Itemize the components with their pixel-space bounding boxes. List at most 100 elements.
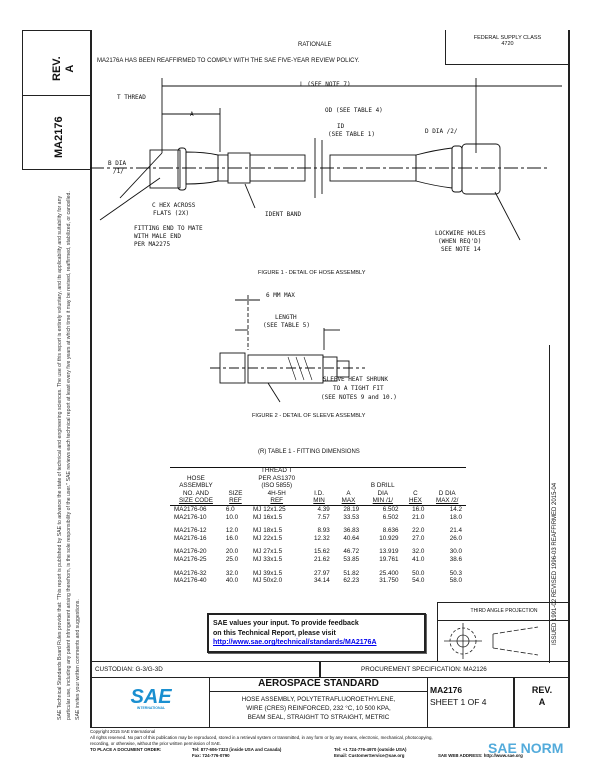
label-d-dia: D DIA /2/ — [425, 128, 458, 135]
nut — [219, 352, 246, 384]
table-cell: MJ 22x1.5 — [253, 534, 283, 542]
label-a: A — [190, 111, 194, 118]
table-cell: MJ 39x1.5 — [253, 569, 283, 577]
table-cell: MJ 16x1.5 — [253, 513, 283, 521]
table-cell: 25.400 — [379, 569, 399, 577]
frame-right-line — [568, 30, 570, 727]
projection-box: THIRD ANGLE PROJECTION — [437, 602, 570, 662]
label-l: L (SEE NOTE 7) — [300, 81, 351, 88]
order-email[interactable]: Email: CustomerService@sae.org — [334, 753, 405, 758]
table-cell: 51.82 — [343, 569, 360, 577]
fsc-label: FEDERAL SUPPLY CLASS — [473, 35, 542, 41]
copyright: Copyright 2015 SAE International — [90, 729, 156, 734]
table-cell: 12.32 — [314, 534, 330, 542]
header-text: A — [346, 489, 351, 497]
table-cell: 10.0 — [225, 513, 239, 521]
fsc-box: FEDERAL SUPPLY CLASS 4720 — [445, 30, 569, 65]
table-cell: MA2176-06 — [174, 505, 207, 513]
header-text: C — [413, 489, 418, 497]
table-cell: 50.0 — [412, 569, 425, 577]
table-cell: 10.929 — [379, 534, 399, 542]
header-text: DIA — [377, 489, 389, 497]
table-cell: 26.0 — [449, 534, 462, 542]
header-text: MIN /1/ — [372, 497, 393, 505]
table-cell: 20.0 — [225, 548, 239, 556]
label-b-dia: B DIA — [108, 160, 127, 167]
nut-right — [461, 143, 501, 195]
table-cell: 40.64 — [343, 534, 360, 542]
table-cell: 27.0 — [412, 534, 425, 542]
table-cell: MJ 33x1.5 — [253, 555, 283, 563]
description-line2: WIRE (CRES) REINFORCED, 232 °C, 10 500 K… — [246, 705, 391, 712]
procurement-spec: PROCUREMENT SPECIFICATION: MA2126 — [361, 666, 487, 673]
table1-title: (R) TABLE 1 - FITTING DIMENSIONS — [258, 449, 360, 455]
rev-cell: REV. A — [515, 684, 569, 708]
title-block: SAE INTERNATIONAL AEROSPACE STANDARD HOS… — [90, 677, 570, 728]
table-cell: 8.636 — [382, 527, 399, 535]
description-line1: HOSE ASSEMBLY, POLYTETRAFLUOROETHYLENE, — [241, 696, 396, 703]
table-cell: MA2176-12 — [174, 527, 207, 535]
table-cell: 54.0 — [412, 577, 425, 585]
rev-label: REV. — [531, 685, 553, 695]
table-cell: 40.0 — [225, 577, 239, 585]
header-text: THREAD T — [261, 467, 293, 474]
order-fax: Fax: 724-776-0790 — [192, 753, 230, 758]
sae-logo-text: SAE — [130, 686, 172, 708]
table-header-cell: I.D.MIN — [304, 467, 333, 505]
header-text: SIZE — [228, 489, 243, 497]
sae-web-address[interactable]: SAE WEB ADDRESS: http://www.sae.org — [438, 753, 523, 758]
label-b-dia-note: /1/ — [113, 168, 124, 175]
hose — [249, 154, 306, 182]
rev-divider — [513, 677, 515, 727]
label-sleeve2: TO A TIGHT FIT — [333, 385, 384, 392]
table-cell: 28.19 — [343, 505, 360, 513]
table-cell: 19.761 — [379, 555, 399, 563]
table-cell: 34.14 — [314, 577, 330, 585]
feedback-link[interactable]: http://www.sae.org/technical/standards/M… — [213, 639, 377, 646]
feedback-line1: SAE values your input. To provide feedba… — [213, 620, 359, 627]
table-cell: MJ 18x1.5 — [253, 527, 283, 535]
header-text: MIN — [313, 497, 325, 505]
rationale-title: RATIONALE — [298, 42, 332, 48]
header-text: ASSEMBLY — [179, 482, 213, 490]
header-text: NO. AND — [182, 489, 209, 497]
label-lockwire3: SEE NOTE 14 — [441, 246, 481, 253]
margin-rev-label: REV. — [51, 56, 63, 81]
figure2-caption: FIGURE 2 - DETAIL OF SLEEVE ASSEMBLY — [252, 413, 366, 419]
description: HOSE ASSEMBLY, POLYTETRAFLUOROETHYLENE, … — [210, 695, 427, 722]
table-cell: 31.750 — [379, 577, 399, 585]
table-cell: 15.62 — [314, 548, 330, 556]
fsc-value: 4720 — [501, 41, 514, 47]
table-cell: MA2176-10 — [174, 513, 207, 521]
order-tel: Tel: 877-606-7323 (inside USA and Canada… — [192, 747, 282, 752]
table-cell: 36.83 — [343, 527, 360, 535]
description-line3: BEAM SEAL, STRAIGHT TO STRAIGHT, METRIC — [247, 714, 390, 721]
title-cell: AEROSPACE STANDARD HOSE ASSEMBLY, POLYTE… — [209, 677, 428, 727]
label-lockwire: LOCKWIRE HOLES — [435, 230, 486, 237]
label-od: OD (SEE TABLE 4) — [325, 107, 383, 114]
table-cell: 7.57 — [317, 513, 330, 521]
header-text: PER AS1370 — [258, 474, 296, 482]
figure1-caption: FIGURE 1 - DETAIL OF HOSE ASSEMBLY — [258, 270, 366, 276]
header-text: (ISO 5855) — [261, 482, 293, 490]
table-cell: MA2176-20 — [174, 548, 207, 556]
table-cell: 46.72 — [343, 548, 360, 556]
table-cell: 22.0 — [412, 527, 425, 535]
header-text: REF — [229, 497, 242, 505]
doc-cell: MA2176 SHEET 1 OF 4 — [430, 684, 487, 708]
table-cell: 27.97 — [314, 569, 330, 577]
table-cell: 13.919 — [379, 548, 399, 556]
header-text: HEX — [408, 497, 422, 505]
rationale-text: MA2176A HAS BEEN REAFFIRMED TO COMPLY WI… — [97, 58, 360, 64]
table-cell: 16.0 — [412, 505, 425, 513]
rev-value: A — [538, 697, 546, 707]
